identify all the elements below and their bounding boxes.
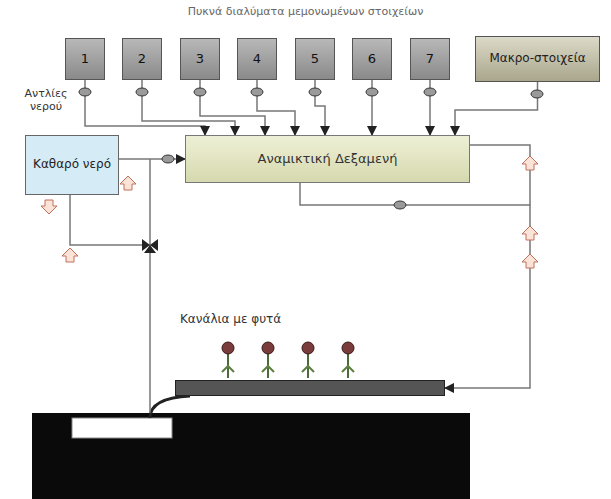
macro-container: Μακρο-στοιχεία bbox=[475, 36, 600, 82]
node-text: Αναμικτική Δεξαμενή bbox=[254, 152, 402, 167]
pump-symbol bbox=[394, 201, 406, 209]
plant-group bbox=[222, 342, 354, 378]
node-text: 3 bbox=[192, 52, 208, 67]
reservoir-outlet bbox=[72, 418, 172, 438]
flow-arrow bbox=[120, 176, 136, 190]
pump-symbol bbox=[531, 90, 543, 98]
reservoir-tank bbox=[32, 413, 470, 499]
diagram-title: Πυκνά διαλύματα μεμονωμένων στοιχείων bbox=[0, 6, 611, 19]
solution-container: 6 bbox=[352, 38, 392, 80]
flow-arrow bbox=[62, 248, 78, 262]
solution-container: 1 bbox=[65, 38, 105, 80]
flow-arrow bbox=[41, 200, 57, 214]
mixing-tank: Αναμικτική Δεξαμενή bbox=[185, 135, 470, 183]
node-text: 6 bbox=[364, 52, 380, 67]
flow-connector bbox=[85, 80, 205, 135]
plant-flower bbox=[222, 342, 234, 354]
pump-symbol bbox=[366, 88, 378, 96]
plant-channel: Κανάλια με φυτά bbox=[175, 380, 445, 396]
flow-arrow bbox=[522, 226, 538, 240]
pump-group bbox=[79, 88, 543, 209]
drain-hose bbox=[150, 396, 190, 418]
flow-connector bbox=[257, 80, 295, 135]
valve-symbol bbox=[142, 239, 158, 253]
plant-flower bbox=[302, 342, 314, 354]
solution-container: 4 bbox=[237, 38, 277, 80]
pump-symbol bbox=[136, 88, 148, 96]
pump-symbol bbox=[251, 88, 263, 96]
pump-symbol bbox=[309, 88, 321, 96]
flow-connector bbox=[200, 80, 265, 135]
solution-container: 7 bbox=[410, 38, 450, 80]
plant-stems bbox=[228, 352, 348, 378]
flow-connector bbox=[119, 158, 185, 160]
node-text: 5 bbox=[307, 52, 323, 67]
flow-arrow bbox=[522, 156, 538, 170]
water-pipe bbox=[70, 195, 143, 245]
solution-container: 2 bbox=[122, 38, 162, 80]
node-text: 1 bbox=[77, 52, 93, 67]
node-text: 7 bbox=[422, 52, 438, 67]
pump-symbol bbox=[194, 88, 206, 96]
channel-heading: Κανάλια με φυτά bbox=[180, 313, 281, 327]
node-text: 2 bbox=[134, 52, 150, 67]
solution-container: 3 bbox=[180, 38, 220, 80]
solution-container: 5 bbox=[295, 38, 335, 80]
valve-half bbox=[144, 245, 156, 253]
pump-symbol bbox=[162, 155, 174, 163]
node-text: Μακρο-στοιχεία bbox=[485, 52, 589, 66]
flow-arrow bbox=[522, 254, 538, 268]
plant-flower bbox=[262, 342, 274, 354]
plant-leaves bbox=[222, 366, 354, 372]
water-tank: Καθαρό νερό bbox=[25, 135, 119, 195]
flow-connector bbox=[142, 80, 235, 135]
flow-connector bbox=[300, 183, 530, 388]
flow-connector bbox=[455, 82, 538, 135]
return-pipe bbox=[149, 159, 151, 413]
plant-flower bbox=[342, 342, 354, 354]
pump-label: Αντλίες νερού bbox=[8, 88, 84, 113]
overflow-pipe bbox=[470, 145, 530, 205]
pump-symbol bbox=[79, 88, 91, 96]
pump-symbol bbox=[424, 88, 436, 96]
node-text: Καθαρό νερό bbox=[29, 158, 115, 172]
node-text: 4 bbox=[249, 52, 265, 67]
